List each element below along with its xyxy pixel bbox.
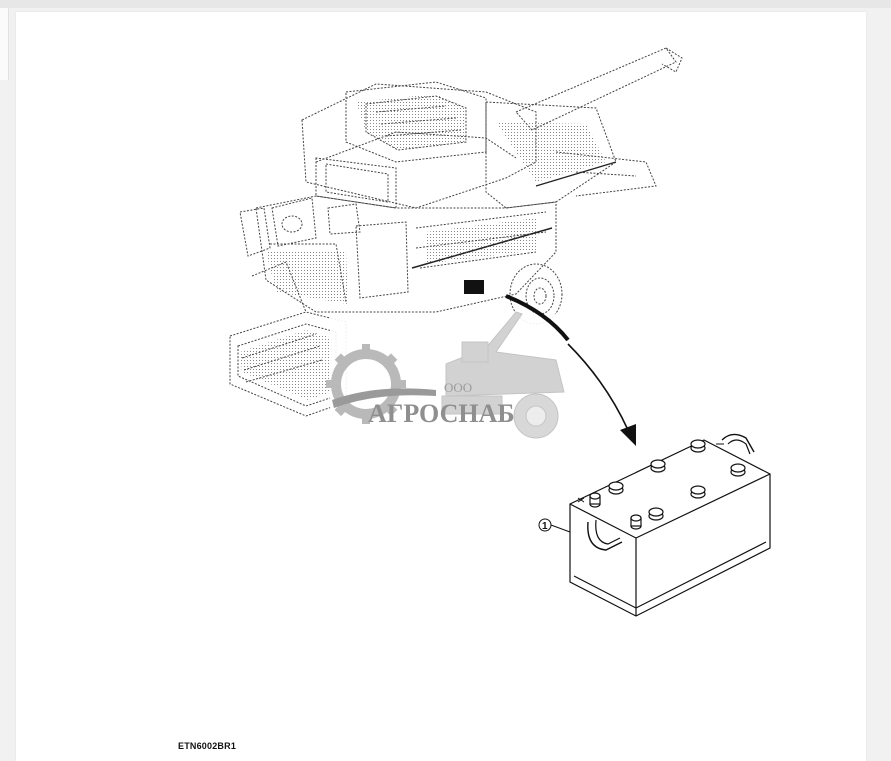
- figure-code: ETN6002BR1: [178, 741, 237, 751]
- gear-logo-icon: [326, 344, 436, 424]
- battery-terminals: [589, 492, 642, 530]
- battery-location-marker: [464, 280, 484, 294]
- side-panel-edge: [0, 8, 9, 80]
- combine-logo-icon: [441, 311, 565, 439]
- arrow-icon: [505, 294, 636, 446]
- document-page: ООО АГРОСНАБ: [16, 12, 866, 761]
- battery-caps: [608, 439, 746, 521]
- battery-line-art: [569, 433, 771, 617]
- watermark-name: АГРОСНАБ: [368, 399, 515, 428]
- window-top-bar: [0, 0, 891, 8]
- callout-number: 1: [542, 521, 548, 532]
- agrosnab-watermark: ООО АГРОСНАБ: [326, 311, 578, 454]
- callout-1: 1: [538, 518, 571, 533]
- watermark-prefix: ООО: [444, 380, 472, 395]
- harvester-shading: [240, 94, 606, 400]
- technical-illustration: ООО АГРОСНАБ: [229, 47, 771, 617]
